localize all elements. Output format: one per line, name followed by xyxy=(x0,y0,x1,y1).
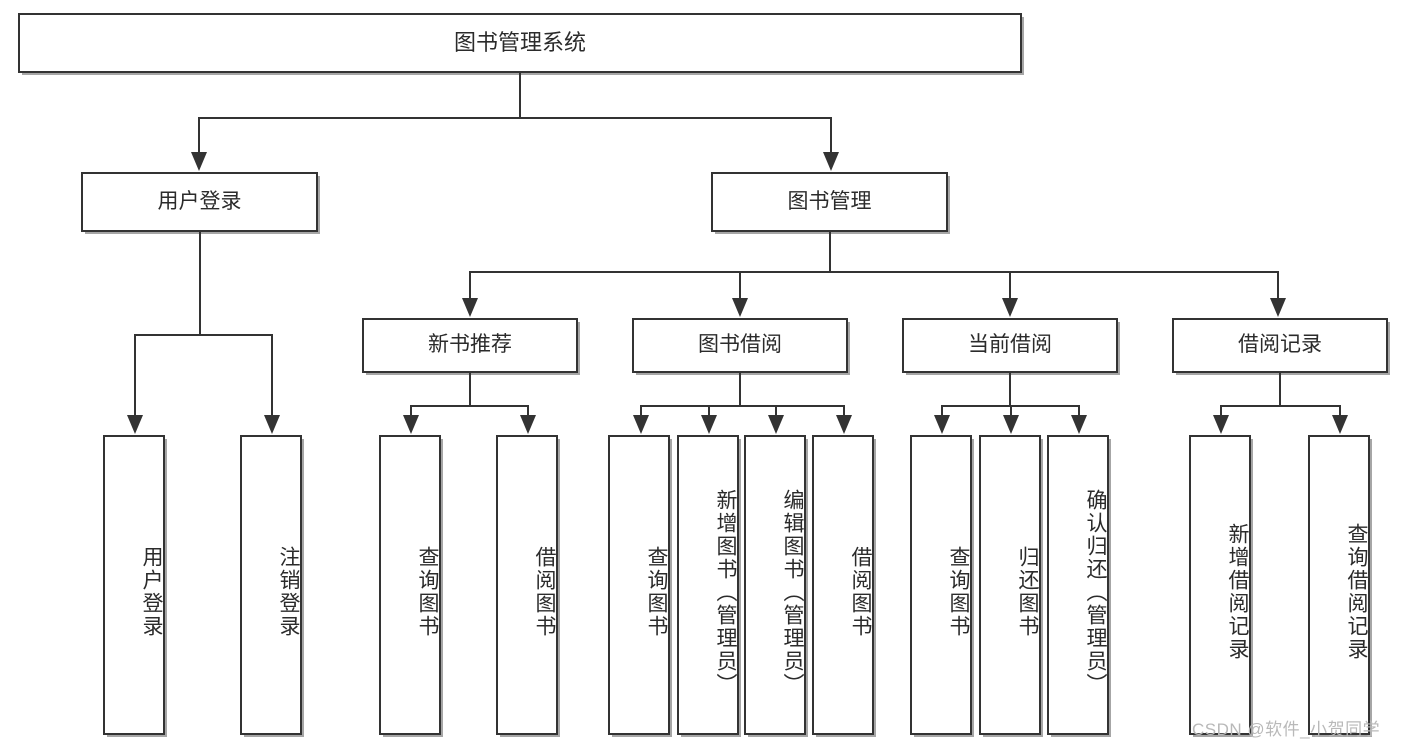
edge-root-stem xyxy=(519,73,521,118)
leaf-user-login[interactable]: 用户登录 xyxy=(103,435,165,735)
node-book-management[interactable]: 图书管理 xyxy=(711,172,948,232)
edge-user-login-bus xyxy=(134,334,272,336)
node-new-book-recommend[interactable]: 新书推荐 xyxy=(362,318,578,373)
leaf-confirm-return-admin[interactable]: 确认归还（管理员） xyxy=(1047,435,1109,735)
node-root-system[interactable]: 图书管理系统 xyxy=(18,13,1022,73)
edge-root-bus xyxy=(198,117,832,119)
node-book-borrow[interactable]: 图书借阅 xyxy=(632,318,848,373)
leaf-edit-book-admin[interactable]: 编辑图书（管理员） xyxy=(744,435,806,735)
edge-current-to-return xyxy=(1010,405,1012,417)
arrow-new-book-to-borrow xyxy=(520,415,536,434)
leaf-query-book-borrow[interactable]: 查询图书 xyxy=(608,435,670,735)
edge-record-to-add xyxy=(1220,405,1222,417)
edge-book-borrow-bus xyxy=(640,405,844,407)
edge-book-mgmt-bus xyxy=(469,271,1277,273)
leaf-add-book-admin[interactable]: 新增图书（管理员） xyxy=(677,435,739,735)
leaf-query-book-current[interactable]: 查询图书 xyxy=(910,435,972,735)
arrow-book-mgmt-to-borrow xyxy=(732,298,748,317)
edge-book-borrow-to-query xyxy=(640,405,642,417)
leaf-query-book-recommend[interactable]: 查询图书 xyxy=(379,435,441,735)
node-user-login[interactable]: 用户登录 xyxy=(81,172,318,232)
arrow-book-borrow-to-add xyxy=(701,415,717,434)
leaf-add-borrow-record[interactable]: 新增借阅记录 xyxy=(1189,435,1251,735)
edge-new-book-to-borrow xyxy=(527,405,529,417)
leaf-query-borrow-record[interactable]: 查询借阅记录 xyxy=(1308,435,1370,735)
edge-root-to-user-login xyxy=(198,117,200,153)
edge-book-mgmt-to-borrow xyxy=(739,271,741,299)
edge-book-mgmt-to-record xyxy=(1277,271,1279,299)
node-borrow-record[interactable]: 借阅记录 xyxy=(1172,318,1388,373)
arrow-book-mgmt-to-current xyxy=(1002,298,1018,317)
leaf-return-book[interactable]: 归还图书 xyxy=(979,435,1041,735)
edge-borrow-record-bus xyxy=(1220,405,1340,407)
arrow-record-to-add xyxy=(1213,415,1229,434)
edge-book-borrow-to-edit xyxy=(775,405,777,417)
arrow-book-borrow-to-edit xyxy=(768,415,784,434)
arrow-book-borrow-to-lend xyxy=(836,415,852,434)
leaf-borrow-book-recommend[interactable]: 借阅图书 xyxy=(496,435,558,735)
edge-new-book-to-query xyxy=(410,405,412,417)
edge-book-borrow-to-add xyxy=(708,405,710,417)
arrow-new-book-to-query xyxy=(403,415,419,434)
edge-new-book-stem xyxy=(469,373,471,406)
arrow-current-to-confirm xyxy=(1071,415,1087,434)
edge-current-borrow-bus xyxy=(941,405,1078,407)
edge-record-to-query xyxy=(1339,405,1341,417)
arrow-book-mgmt-to-record xyxy=(1270,298,1286,317)
arrow-book-mgmt-to-new-book xyxy=(462,298,478,317)
arrow-root-to-book-mgmt xyxy=(823,152,839,171)
edge-borrow-record-stem xyxy=(1279,373,1281,406)
edge-book-borrow-to-lend xyxy=(843,405,845,417)
node-current-borrow[interactable]: 当前借阅 xyxy=(902,318,1118,373)
edge-user-login-to-login xyxy=(134,334,136,416)
edge-new-book-bus xyxy=(410,405,528,407)
arrow-record-to-query xyxy=(1332,415,1348,434)
edge-user-login-stem xyxy=(199,232,201,335)
edge-book-mgmt-stem xyxy=(829,232,831,272)
arrow-user-login-to-login xyxy=(127,415,143,434)
arrow-book-borrow-to-query xyxy=(633,415,649,434)
edge-book-mgmt-to-current xyxy=(1009,271,1011,299)
csdn-watermark: CSDN @软件_小贺同学 xyxy=(1192,720,1381,739)
edge-current-to-confirm xyxy=(1078,405,1080,417)
arrow-root-to-user-login xyxy=(191,152,207,171)
arrow-current-to-return xyxy=(1003,415,1019,434)
edge-user-login-to-logout xyxy=(271,334,273,416)
edge-root-to-book-mgmt xyxy=(830,117,832,153)
leaf-user-logout[interactable]: 注销登录 xyxy=(240,435,302,735)
arrow-user-login-to-logout xyxy=(264,415,280,434)
edge-book-mgmt-to-new-book xyxy=(469,271,471,299)
edge-book-borrow-stem xyxy=(739,373,741,406)
leaf-lend-book[interactable]: 借阅图书 xyxy=(812,435,874,735)
edge-current-borrow-stem xyxy=(1009,373,1011,406)
edge-current-to-query xyxy=(941,405,943,417)
arrow-current-to-query xyxy=(934,415,950,434)
